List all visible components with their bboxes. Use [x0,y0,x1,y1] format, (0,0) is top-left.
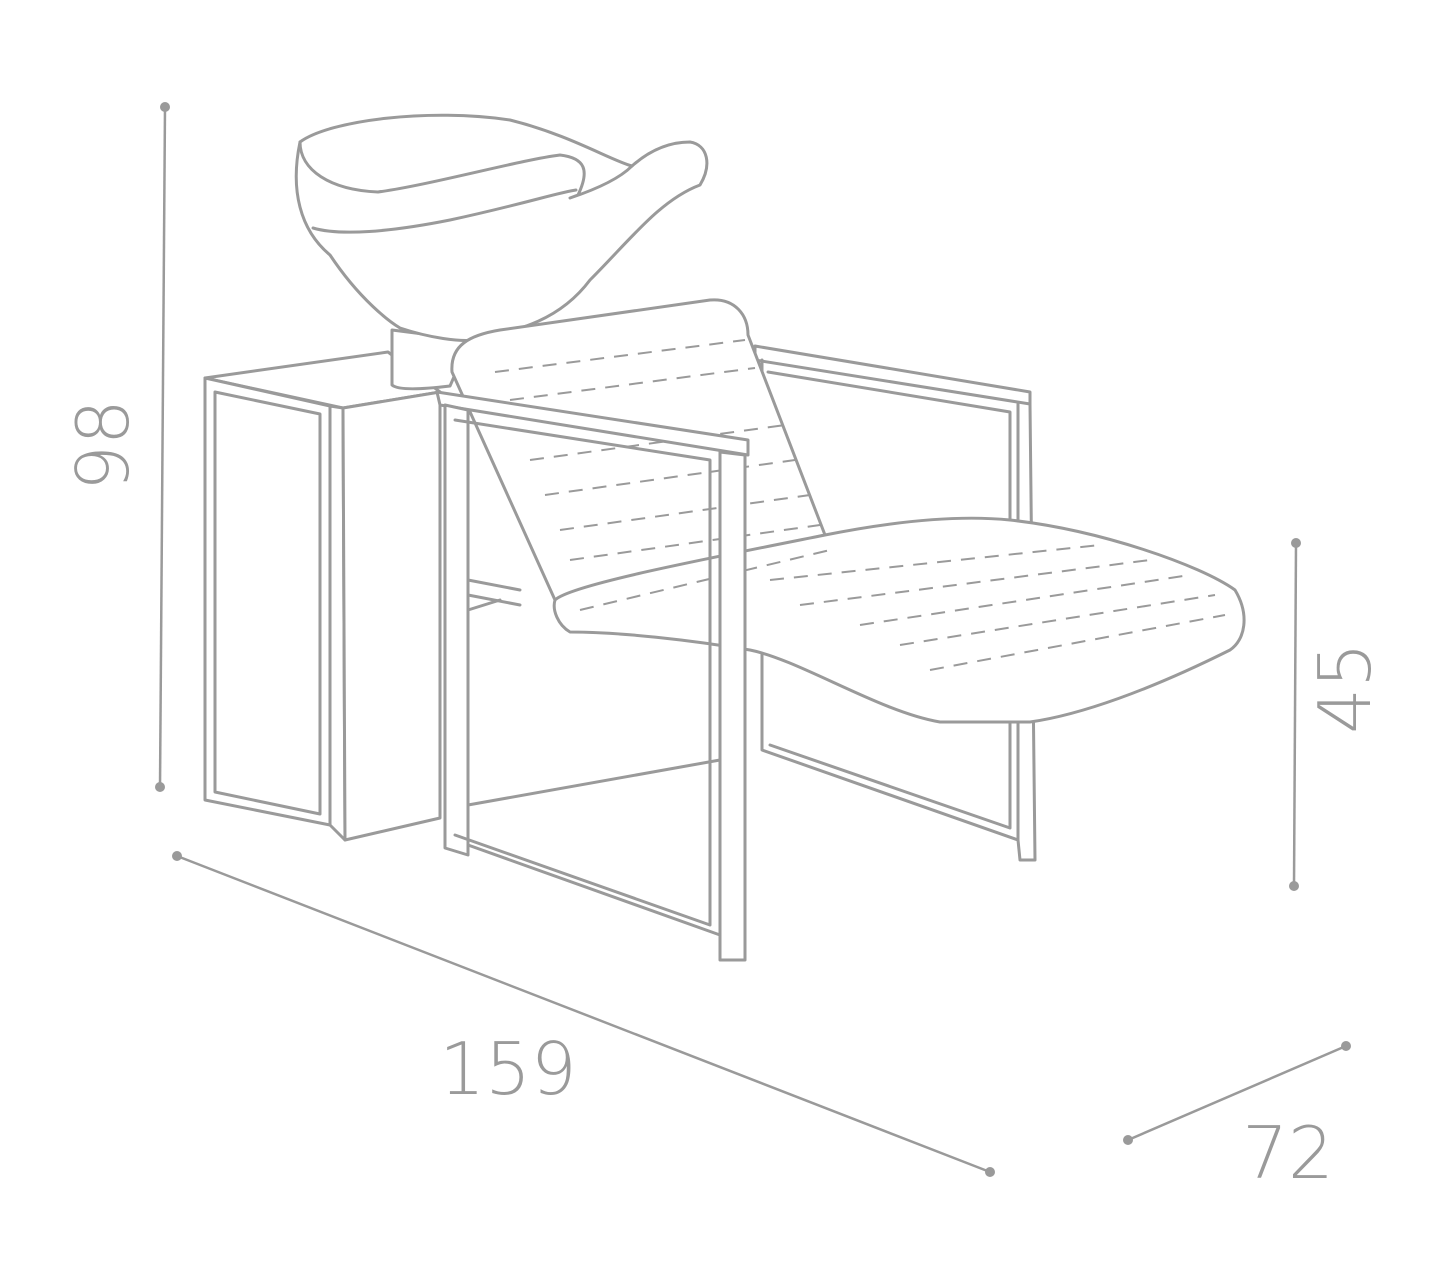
dimension-height-total: 98 [61,102,170,792]
front-frame [435,390,750,962]
seat-height-label: 45 [1303,642,1387,734]
dimension-length: 159 [172,851,995,1177]
length-label: 159 [439,1027,576,1111]
height-total-label: 98 [61,399,145,491]
wash-bowl [294,113,709,391]
cabinet [203,350,442,842]
dimension-seat-height: 45 [1289,538,1387,891]
dimension-width: 72 [1123,1041,1351,1195]
width-label: 72 [1242,1111,1334,1195]
